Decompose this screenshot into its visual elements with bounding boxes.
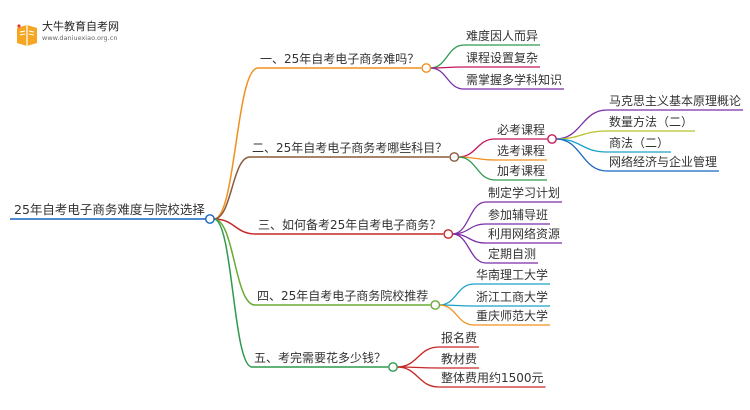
branch-node-dot bbox=[421, 63, 432, 73]
logo: 大牛教育自考网 www.daniuexiao.org.cn bbox=[14, 18, 144, 52]
branch-node-dot bbox=[388, 362, 398, 372]
leaf-required-courses: 必考课程 bbox=[497, 123, 546, 137]
branch-schools: 四、25年自考电子商务院校推荐 bbox=[257, 289, 429, 303]
leaf-connector bbox=[430, 67, 465, 90]
leaf-elective-courses: 选考课程 bbox=[497, 144, 546, 158]
branch-connector bbox=[213, 218, 256, 306]
root-node-dot bbox=[205, 214, 215, 224]
logo-name: 大牛教育自考网 bbox=[42, 20, 119, 33]
branch-preparation: 三、如何备考25年自考电子商务？ bbox=[258, 218, 442, 232]
leaf-connector bbox=[430, 44, 465, 69]
leaf-total-cost: 整体费用约1500元 bbox=[441, 371, 544, 385]
leaf-study-plan: 制定学习计划 bbox=[488, 186, 561, 200]
leaf-complex-courses: 课程设置复杂 bbox=[466, 51, 539, 65]
book-logo-icon bbox=[17, 24, 37, 46]
leaf-scut: 华南理工大学 bbox=[476, 268, 549, 282]
sub-connector bbox=[556, 138, 608, 172]
branch-subjects: 二、25年自考电子商务考哪些科目？ bbox=[252, 141, 448, 155]
leaf-connector bbox=[458, 138, 496, 158]
leaf-cqnu: 重庆师范大学 bbox=[476, 309, 549, 323]
leaf-connector bbox=[396, 346, 440, 368]
branch-difficulty: 一、25年自考电子商务难吗？ bbox=[260, 52, 420, 66]
leaf-extra-courses: 加考课程 bbox=[497, 164, 546, 178]
leaf-tutoring-class: 参加辅导班 bbox=[488, 208, 549, 222]
leaf-connector bbox=[396, 366, 440, 388]
branch-node-dot bbox=[449, 152, 460, 162]
leaf-connector bbox=[452, 233, 487, 264]
sub-network-economy: 网络经济与企业管理 bbox=[609, 155, 718, 169]
branch-connector bbox=[213, 218, 257, 235]
root-node: 25年自考电子商务难度与院校选择 bbox=[14, 202, 205, 217]
leaf-zjgsu: 浙江工商大学 bbox=[476, 290, 549, 304]
leaf-difficulty-varies: 难度因人而异 bbox=[466, 29, 539, 43]
branch-node-dot bbox=[430, 300, 441, 310]
leaf-connector bbox=[458, 156, 496, 181]
sub-business-law: 商法（二） bbox=[609, 136, 670, 150]
branch-cost: 五、考完需要花多少钱？ bbox=[254, 351, 387, 365]
leaf-multi-discipline: 需掌握多学科知识 bbox=[466, 73, 563, 87]
leaf-connector bbox=[439, 304, 475, 326]
leaf-registration-fee: 报名费 bbox=[441, 331, 478, 345]
sub-connector bbox=[556, 138, 608, 153]
leaf-self-test: 定期自测 bbox=[488, 247, 537, 261]
branch-node-dot bbox=[443, 229, 454, 239]
logo-url: www.daniuexiao.org.cn bbox=[42, 34, 118, 42]
leaf-textbook-fee: 教材费 bbox=[441, 352, 478, 366]
sub-node-dot bbox=[547, 134, 557, 144]
sub-quant-methods: 数量方法（二） bbox=[609, 115, 694, 129]
leaf-connector bbox=[439, 283, 475, 306]
branch-connector bbox=[213, 218, 253, 368]
sub-marxism: 马克思主义基本原理概论 bbox=[609, 94, 742, 108]
branch-connector bbox=[213, 67, 259, 220]
leaf-online-resources: 利用网络资源 bbox=[488, 227, 561, 241]
branch-connector bbox=[213, 156, 251, 220]
